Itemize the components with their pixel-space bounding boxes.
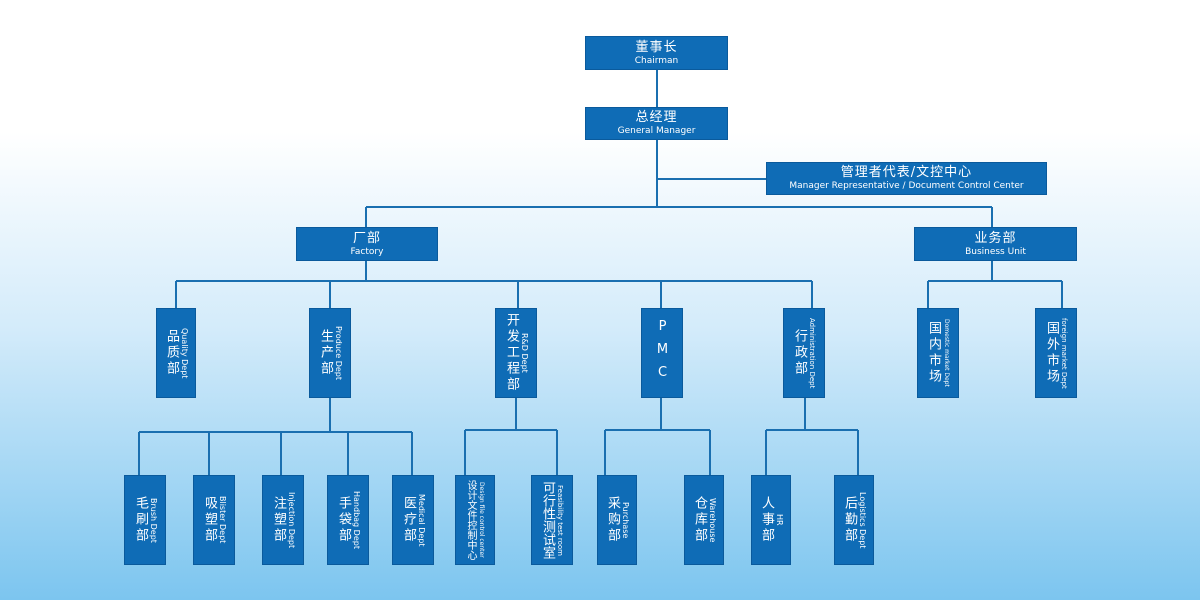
blister-dept-label-en: Blister Dept xyxy=(218,496,227,544)
foreign-market-label-en: foreign market Dept xyxy=(1060,317,1068,389)
handbag-dept-label-en: Handbag Dept xyxy=(352,491,361,549)
manager-rep-box: 管理者代表/文控中心 Manager Representative / Docu… xyxy=(766,162,1047,195)
chairman-label: 董事长 xyxy=(635,39,678,55)
business-unit-label: 业务部 xyxy=(974,230,1017,246)
warehouse-dept-box: 仓库部 Warehouse xyxy=(684,475,724,565)
purchase-dept-label: 采购部 xyxy=(605,496,620,544)
rd-dept-box: 开发工程部 R&D Dept xyxy=(495,308,537,398)
produce-dept-box: 生产部 Produce Dept xyxy=(309,308,351,398)
logistics-dept-box: 后勤部 Logistics Dept xyxy=(834,475,874,565)
medical-dept-label-en: Medical Dept xyxy=(417,493,426,547)
quality-dept-label-en: Quality Dept xyxy=(180,327,189,379)
general-manager-label: 总经理 xyxy=(635,110,678,125)
injection-dept-box: 注塑部 Injection Dept xyxy=(262,475,304,565)
brush-dept-box: 毛刷部 Brush Dept xyxy=(124,475,166,565)
feasibility-test-room-label: 可行性测试室 xyxy=(540,481,555,559)
logistics-dept-label-en: Logistics Dept xyxy=(858,491,867,549)
produce-dept-label-en: Produce Dept xyxy=(334,326,343,380)
foreign-market-label: 国外市场 xyxy=(1044,321,1059,385)
feasibility-test-room-box: 可行性测试室 Feasibility test room xyxy=(531,475,573,565)
handbag-dept-label: 手袋部 xyxy=(336,496,351,544)
factory-box: 厂部 Factory xyxy=(296,227,438,261)
general-manager-label-en: General Manager xyxy=(617,126,696,136)
blister-dept-box: 吸塑部 Blister Dept xyxy=(193,475,235,565)
hr-dept-box: 人事部 HR xyxy=(751,475,791,565)
factory-label: 厂部 xyxy=(352,230,381,246)
admin-dept-box: 行政部 Administration Dept xyxy=(783,308,825,398)
purchase-dept-box: 采购部 Purchase xyxy=(597,475,637,565)
business-unit-box: 业务部 Business Unit xyxy=(914,227,1077,261)
hr-dept-label: 人事部 xyxy=(759,496,774,544)
rd-dept-label: 开发工程部 xyxy=(504,313,519,393)
produce-dept-label: 生产部 xyxy=(318,329,333,377)
rd-dept-label-en: R&D Dept xyxy=(520,333,529,373)
quality-dept-label: 品质部 xyxy=(164,329,179,377)
hr-dept-label-en: HR xyxy=(775,514,784,526)
handbag-dept-box: 手袋部 Handbag Dept xyxy=(327,475,369,565)
general-manager-box: 总经理 General Manager xyxy=(585,107,728,140)
brush-dept-label-en: Brush Dept xyxy=(149,497,158,543)
business-unit-label-en: Business Unit xyxy=(965,246,1026,257)
admin-dept-label-en: Administration Dept xyxy=(808,317,816,389)
injection-dept-label: 注塑部 xyxy=(271,496,286,544)
foreign-market-box: 国外市场 foreign market Dept xyxy=(1035,308,1077,398)
chairman-box: 董事长 Chairman xyxy=(585,36,728,70)
quality-dept-box: 品质部 Quality Dept xyxy=(156,308,196,398)
chairman-label-en: Chairman xyxy=(634,55,679,66)
medical-dept-box: 医疗部 Medical Dept xyxy=(392,475,434,565)
domestic-market-box: 国内市场 Domestic market Dept xyxy=(917,308,959,398)
pmc-box: PMC xyxy=(641,308,683,398)
pmc-label: PMC xyxy=(655,318,670,388)
warehouse-dept-label-en: Warehouse xyxy=(708,497,717,543)
brush-dept-label: 毛刷部 xyxy=(133,496,148,544)
domestic-market-label-en: Domestic market Dept xyxy=(943,319,950,387)
blister-dept-label: 吸塑部 xyxy=(202,496,217,544)
design-file-control-label: 设计文件控制中心 xyxy=(465,480,476,560)
manager-rep-label: 管理者代表/文控中心 xyxy=(840,165,973,180)
manager-rep-label-en: Manager Representative / Document Contro… xyxy=(789,181,1024,191)
factory-label-en: Factory xyxy=(350,246,384,257)
warehouse-dept-label: 仓库部 xyxy=(692,496,707,544)
purchase-dept-label-en: Purchase xyxy=(621,501,630,539)
medical-dept-label: 医疗部 xyxy=(401,496,416,544)
feasibility-test-room-label-en: Feasibility test room xyxy=(556,484,564,556)
injection-dept-label-en: Injection Dept xyxy=(287,491,296,549)
logistics-dept-label: 后勤部 xyxy=(842,496,857,544)
design-file-control-box: 设计文件控制中心 Design file control center xyxy=(455,475,495,565)
domestic-market-label: 国内市场 xyxy=(926,321,941,385)
admin-dept-label: 行政部 xyxy=(792,329,807,377)
design-file-control-label-en: Design file control center xyxy=(478,482,485,558)
